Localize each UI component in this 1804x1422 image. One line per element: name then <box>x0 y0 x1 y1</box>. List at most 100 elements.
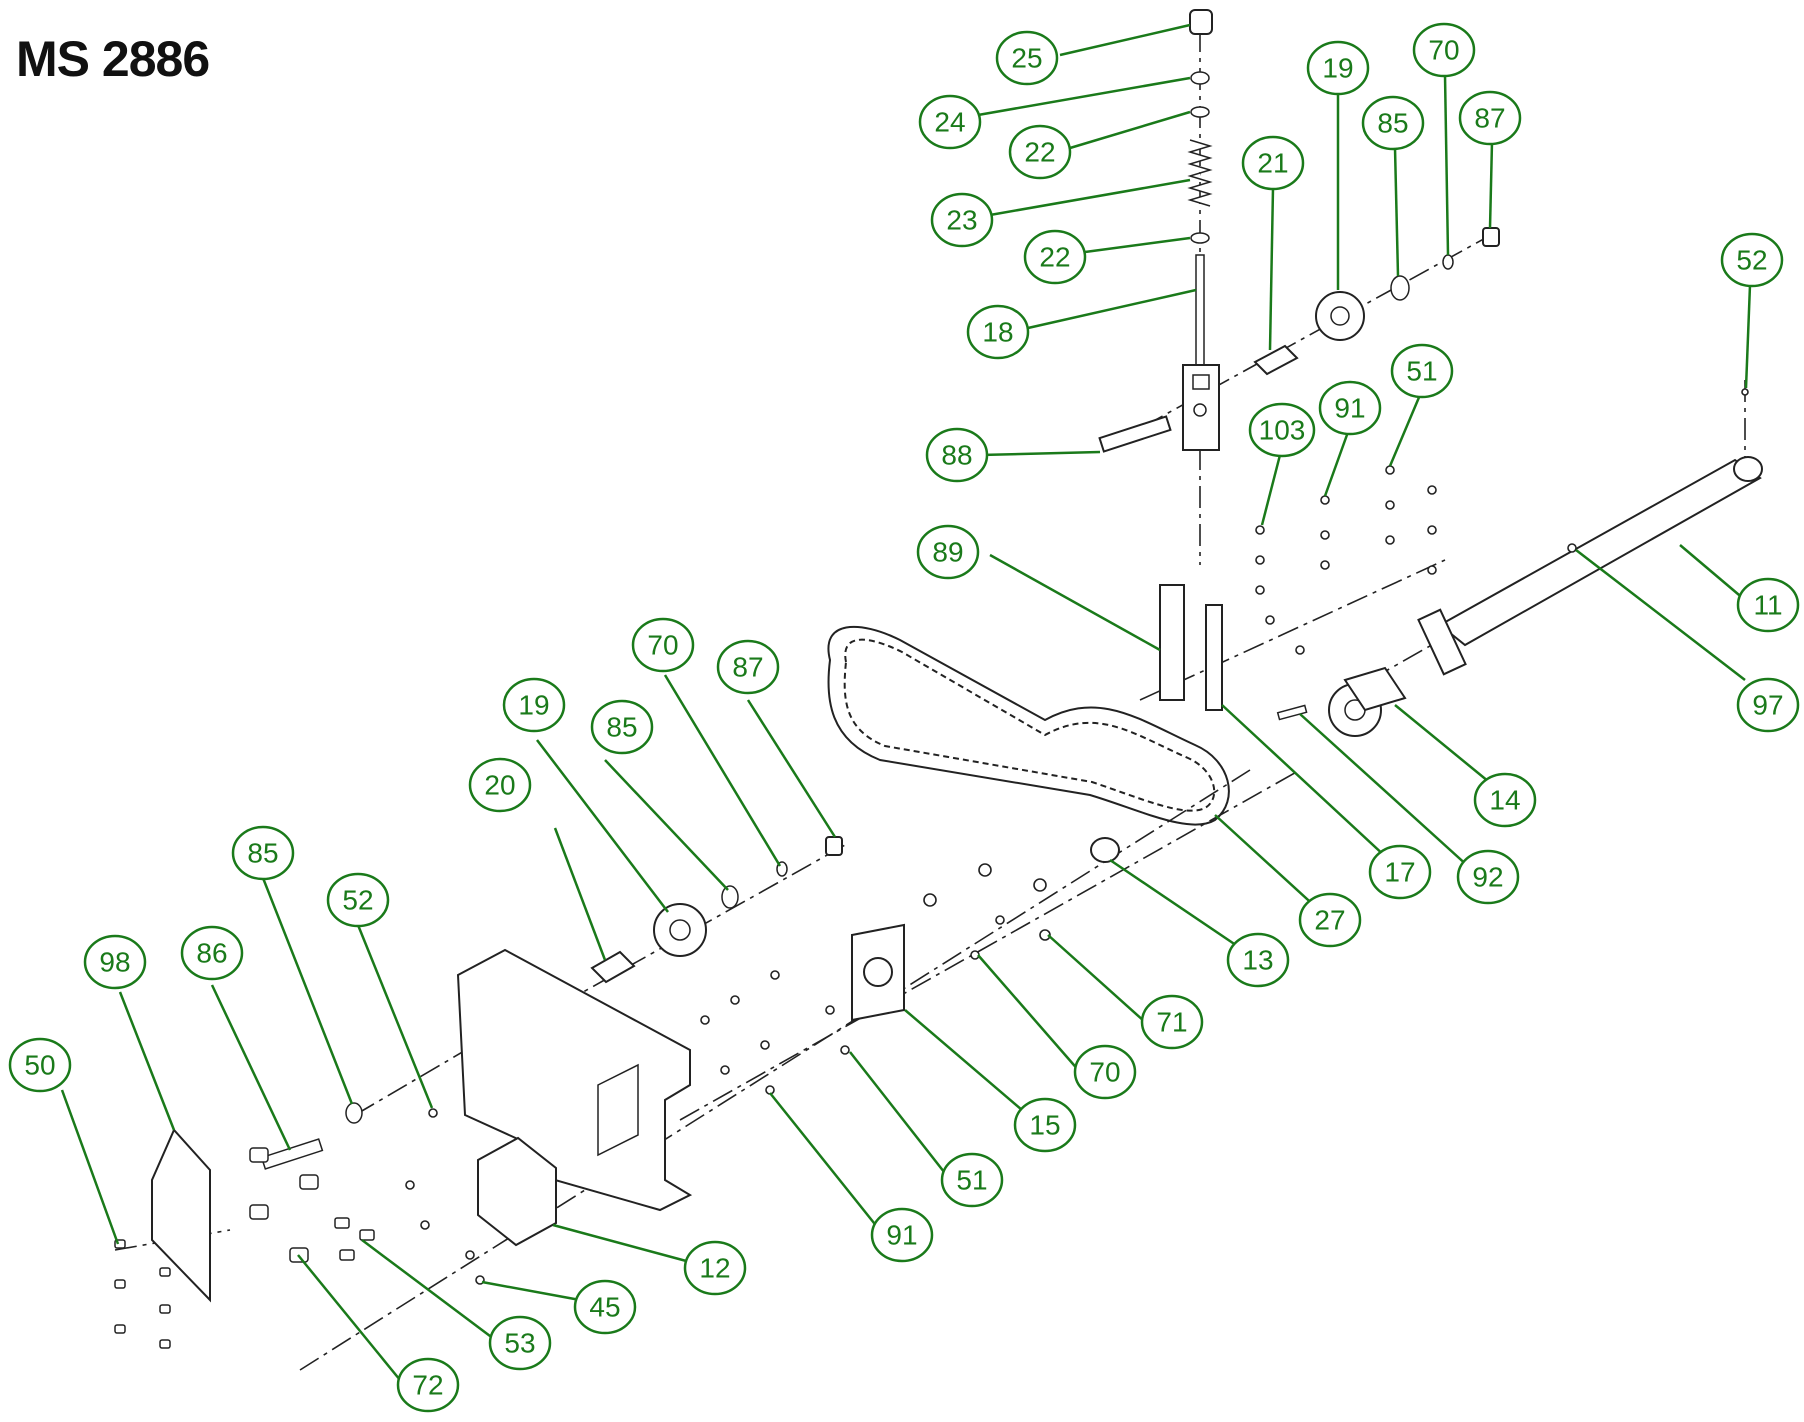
callout-19-upper: 19 <box>1306 40 1370 96</box>
callout-label: 51 <box>956 1165 987 1196</box>
callout-89: 89 <box>916 524 980 580</box>
callout-50: 50 <box>8 1037 72 1093</box>
callout-85-lower: 85 <box>590 699 654 755</box>
callout-45: 45 <box>573 1279 637 1335</box>
callout-label: 19 <box>1322 53 1353 84</box>
slide-hole <box>1193 403 1207 417</box>
callout-label: 27 <box>1314 905 1345 936</box>
callout-70-frame: 70 <box>1073 1044 1137 1100</box>
cap-nut-25 <box>1189 9 1213 35</box>
callout-18: 18 <box>966 304 1030 360</box>
callout-label: 70 <box>1428 35 1459 66</box>
key-97 <box>1567 543 1577 553</box>
washer-85-lower <box>721 885 739 909</box>
spring-23 <box>1187 139 1213 207</box>
drive-shaft-group <box>1276 388 1763 737</box>
callout-label: 86 <box>196 938 227 969</box>
bracket-group <box>1159 465 1437 711</box>
callout-70-lower: 70 <box>631 617 695 673</box>
callout-label: 89 <box>932 537 963 568</box>
callout-label: 103 <box>1259 415 1306 446</box>
shaft-11 <box>1438 458 1762 647</box>
screw-set-50 <box>114 1239 171 1349</box>
axis-frame-upper <box>354 1029 501 1116</box>
callout-71: 71 <box>1140 994 1204 1050</box>
callout-label: 85 <box>606 712 637 743</box>
diagram-title: MS 2886 <box>16 31 210 87</box>
shaft-flange <box>1417 608 1467 676</box>
callout-label: 15 <box>1029 1110 1060 1141</box>
callout-51-upper: 51 <box>1390 343 1454 399</box>
callout-14: 14 <box>1473 772 1537 828</box>
callout-label: 91 <box>886 1220 917 1251</box>
set-screw-52-upper <box>1741 388 1749 396</box>
bracket-17 <box>1205 604 1223 711</box>
callout-label: 24 <box>934 107 965 138</box>
callout-label: 87 <box>1474 103 1505 134</box>
nut-87-upper <box>1482 227 1500 247</box>
callout-label: 25 <box>1011 43 1042 74</box>
callout-label: 52 <box>1736 245 1767 276</box>
callout-86: 86 <box>180 925 244 981</box>
cover-plate-98 <box>151 1128 211 1303</box>
callout-label: 97 <box>1752 690 1783 721</box>
callout-label: 12 <box>699 1253 730 1284</box>
callout-label: 92 <box>1472 862 1503 893</box>
callout-label: 98 <box>99 947 130 978</box>
callout-85-upper: 85 <box>1361 95 1425 151</box>
callout-11: 11 <box>1736 577 1800 633</box>
nut-87-lower <box>825 836 843 856</box>
callout-51-lower: 51 <box>940 1152 1004 1208</box>
callout-label: 20 <box>484 770 515 801</box>
callout-91-upper: 91 <box>1318 380 1382 436</box>
slide-slot <box>1192 374 1210 390</box>
lockwasher-70-upper <box>1442 254 1454 270</box>
hardware-rows-upper <box>1255 465 1437 655</box>
callout-label: 13 <box>1242 945 1273 976</box>
callout-label: 53 <box>504 1328 535 1359</box>
washer-22-upper <box>1190 106 1210 118</box>
callout-19-lower: 19 <box>502 677 566 733</box>
callout-21: 21 <box>1241 135 1305 191</box>
upper-idler-group <box>1098 227 1500 453</box>
hub-plate-14 <box>1343 666 1407 712</box>
callout-98: 98 <box>83 934 147 990</box>
shaft-11-end <box>1733 456 1763 482</box>
bolt-86 <box>260 1138 324 1170</box>
bearing-13 <box>1090 837 1120 863</box>
roller-chain-27 <box>827 625 1230 863</box>
callout-13: 13 <box>1226 932 1290 988</box>
callout-label: 22 <box>1039 242 1070 273</box>
axis-bracket-rows <box>1139 559 1446 701</box>
frame-window <box>597 1063 639 1157</box>
callout-87-upper: 87 <box>1458 90 1522 146</box>
main-frame <box>456 948 693 1212</box>
callout-label: 88 <box>941 440 972 471</box>
callout-label: 51 <box>1406 356 1437 387</box>
washer-85-upper <box>1390 275 1410 301</box>
callout-23: 23 <box>930 192 994 248</box>
callout-87-lower: 87 <box>716 639 780 695</box>
callout-label: 70 <box>1089 1057 1120 1088</box>
callout-label: 11 <box>1753 590 1782 621</box>
axis-frame-mid <box>679 769 1301 1121</box>
callout-label: 71 <box>1156 1007 1187 1038</box>
leader-lines <box>60 23 1752 1381</box>
frame-hardware <box>405 863 1051 1285</box>
key-92 <box>1276 704 1308 721</box>
callout-25: 25 <box>995 30 1059 86</box>
callout-label: 50 <box>24 1050 55 1081</box>
lower-idler-group <box>590 836 843 984</box>
frame-group <box>114 863 1051 1349</box>
callout-label: 45 <box>589 1292 620 1323</box>
tensioner-stack <box>1182 9 1220 451</box>
callout-label: 52 <box>342 885 373 916</box>
callout-label: 70 <box>647 630 678 661</box>
callout-53: 53 <box>488 1315 552 1371</box>
callout-label: 23 <box>946 205 977 236</box>
callout-92: 92 <box>1456 849 1520 905</box>
callout-label: 14 <box>1489 785 1520 816</box>
callout-88: 88 <box>925 427 989 483</box>
callout-22-lower: 22 <box>1023 229 1087 285</box>
